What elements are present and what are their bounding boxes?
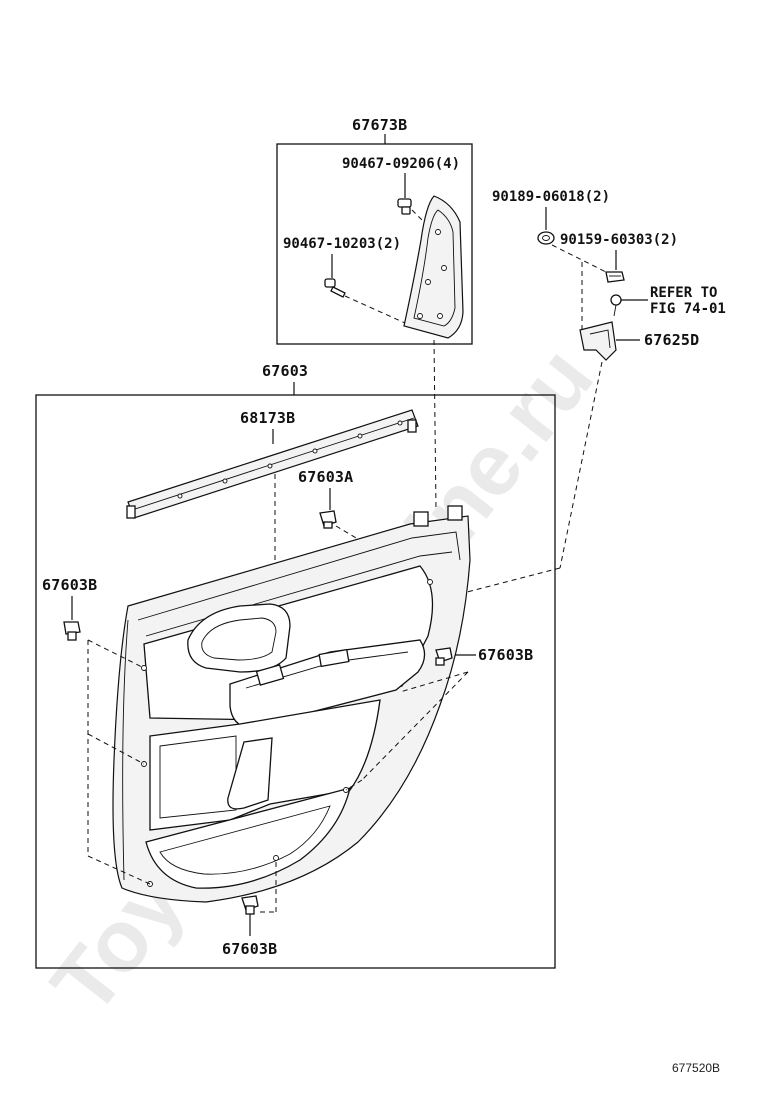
door-trim-board[interactable] [112,505,471,903]
label-67603[interactable]: 67603 [262,362,308,380]
diagram-number: 677520B [672,1061,720,1075]
inset-box-67673B [276,134,473,345]
label-67603B-right[interactable]: 67603B [478,646,533,664]
clip-67603B-left-icon[interactable] [63,621,81,641]
refer-to-line1[interactable]: REFER TO [650,285,717,301]
clip-90189-06018-icon[interactable] [537,231,555,245]
weatherstrip-68173B[interactable] [126,409,419,519]
label-90159-60303[interactable]: 90159-60303(2) [560,232,678,248]
clip-67603B-bottom-icon[interactable] [241,895,259,915]
screw-90159-60303-icon[interactable] [605,271,625,283]
quarter-trim-67673B[interactable] [403,195,464,339]
label-68173B[interactable]: 68173B [240,409,295,427]
screw-refer-icon[interactable] [610,294,622,317]
refer-to-line2[interactable]: FIG 74-01 [650,301,726,317]
clip-67603A-icon[interactable] [319,510,337,529]
label-67603B-left[interactable]: 67603B [42,576,97,594]
clip-67603B-right-icon[interactable] [435,647,453,666]
main-box-67603 [35,394,556,969]
clip-90467-09206-icon[interactable] [397,198,412,215]
label-67603A[interactable]: 67603A [298,468,353,486]
bracket-67625D[interactable] [579,321,617,361]
label-90467-10203[interactable]: 90467-10203(2) [283,236,401,252]
label-67625D[interactable]: 67625D [644,331,699,349]
label-67603B-bottom[interactable]: 67603B [222,940,277,958]
label-90467-09206[interactable]: 90467-09206(4) [342,156,460,172]
label-67673B[interactable]: 67673B [352,116,407,134]
clip-90467-10203-icon[interactable] [324,278,346,298]
label-90189-06018[interactable]: 90189-06018(2) [492,189,610,205]
